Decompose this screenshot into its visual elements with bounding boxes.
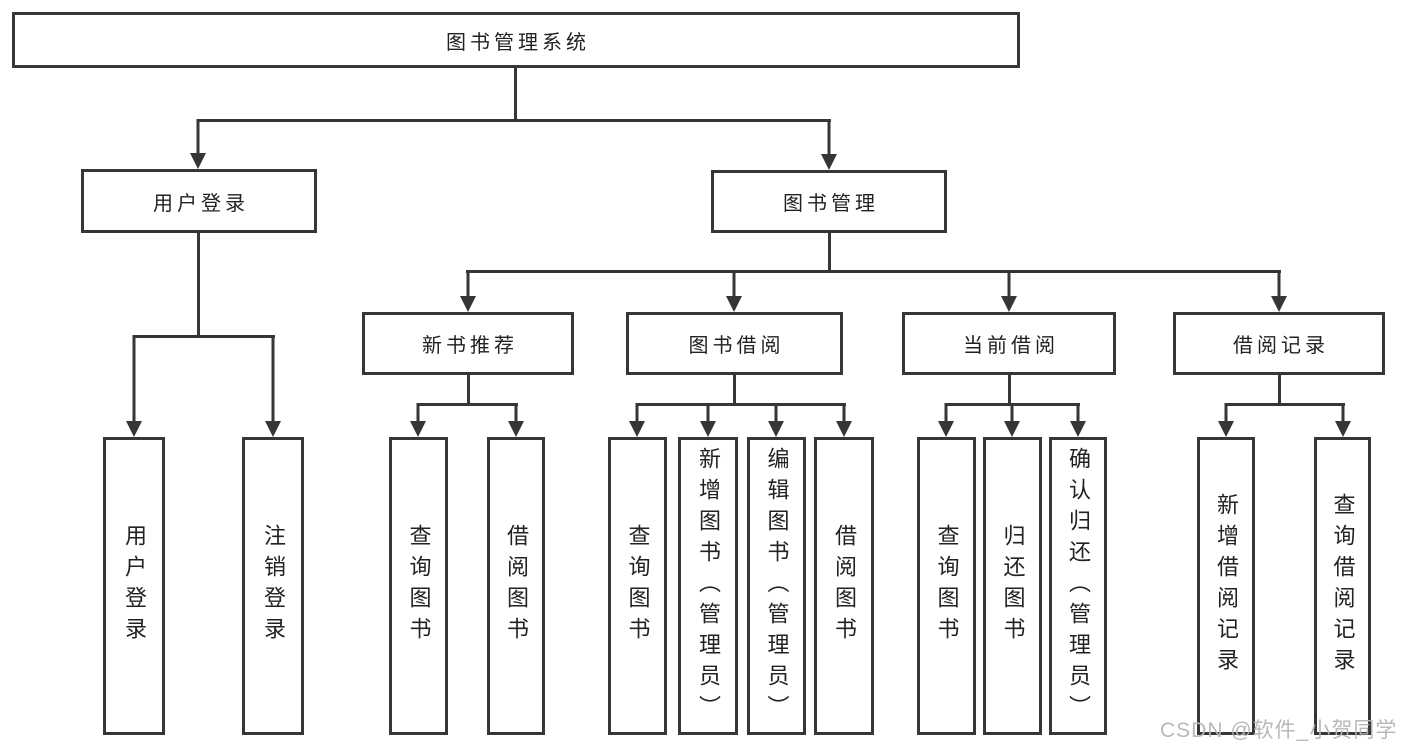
node-newbook-query-books: 查询图书: [389, 437, 448, 735]
csdn-watermark: CSDN @软件_小贺同学: [1160, 719, 1398, 742]
arrow-to-user-login: [125, 335, 143, 437]
node-label: 查询借阅记录: [1330, 493, 1356, 679]
connector-root-branch: [197, 119, 831, 122]
node-label: 新增图书（管理员）: [696, 446, 721, 726]
node-records-add-record: 新增借阅记录: [1197, 437, 1255, 735]
connector-login-branch: [133, 335, 275, 338]
node-label: 查询图书: [625, 524, 651, 648]
node-borrowing-records: 借阅记录: [1173, 312, 1385, 375]
arrow-to-br-add: [1217, 403, 1235, 437]
arrow-to-cb-return: [1003, 403, 1021, 437]
connector-mgmt-stem: [828, 233, 831, 273]
node-user-login-branch: 用户登录: [81, 169, 317, 233]
node-label: 图书借阅: [688, 335, 785, 357]
arrow-to-current-borrowing: [1000, 270, 1018, 312]
arrow-to-nb-query: [409, 403, 427, 437]
node-book-borrowing: 图书借阅: [626, 312, 843, 375]
node-records-query-record: 查询借阅记录: [1314, 437, 1371, 735]
connector-current-stem: [1008, 375, 1011, 406]
arrow-to-bb-add: [699, 403, 717, 437]
node-label: 图书管理系统: [446, 31, 590, 54]
connector-login-stem: [197, 233, 200, 338]
node-user-login: 用户登录: [103, 437, 165, 735]
node-label: 借阅记录: [1233, 335, 1329, 357]
connector-borrow-branch: [636, 403, 846, 406]
node-label: 归还图书: [1000, 524, 1026, 648]
connector-records-stem: [1278, 375, 1281, 406]
node-borrow-edit-books-admin: 编辑图书（管理员）: [747, 437, 806, 735]
node-current-borrowing: 当前借阅: [902, 312, 1116, 375]
arrow-to-logout: [264, 335, 282, 437]
node-borrow-add-books-admin: 新增图书（管理员）: [678, 437, 738, 735]
node-label: 用户登录: [153, 192, 249, 215]
node-label: 新书推荐: [422, 335, 518, 357]
node-book-management: 图书管理: [711, 170, 947, 233]
connector-newbook-stem: [467, 375, 470, 406]
arrow-to-bb-query: [628, 403, 646, 437]
node-label: 查询图书: [406, 524, 432, 648]
arrow-to-book-management: [820, 119, 838, 170]
connector-borrow-stem: [733, 375, 736, 406]
node-borrow-query-books: 查询图书: [608, 437, 667, 735]
arrow-to-bb-edit: [767, 403, 785, 437]
arrow-to-cb-confirm: [1069, 403, 1087, 437]
node-label: 查询图书: [934, 524, 960, 648]
arrow-to-user-login-branch: [189, 119, 207, 169]
node-current-return-books: 归还图书: [983, 437, 1042, 735]
connector-root-stem: [514, 68, 517, 121]
node-label: 图书管理: [783, 193, 879, 215]
node-label: 注销登录: [261, 524, 286, 648]
node-logout: 注销登录: [242, 437, 304, 735]
node-label: 编辑图书（管理员）: [764, 446, 790, 726]
node-current-query-books: 查询图书: [917, 437, 976, 735]
node-label: 确认归还（管理员）: [1066, 446, 1091, 726]
node-label: 借阅图书: [832, 524, 857, 648]
arrow-to-book-borrowing: [725, 270, 743, 312]
node-new-book-recommend: 新书推荐: [362, 312, 574, 375]
arrow-to-new-book-recommend: [459, 270, 477, 312]
node-newbook-borrow-books: 借阅图书: [487, 437, 545, 735]
node-borrow-borrow-books: 借阅图书: [814, 437, 874, 735]
node-label: 用户登录: [122, 524, 147, 648]
arrow-to-nb-borrow: [507, 403, 525, 437]
node-label: 当前借阅: [963, 335, 1059, 357]
connector-mgmt-branch: [466, 270, 1281, 273]
node-label: 新增借阅记录: [1214, 493, 1239, 679]
node-current-confirm-return-admin: 确认归还（管理员）: [1049, 437, 1107, 735]
connector-newbook-branch: [417, 403, 518, 406]
arrow-to-cb-query: [937, 403, 955, 437]
node-library-system: 图书管理系统: [12, 12, 1020, 68]
node-label: 借阅图书: [504, 524, 529, 648]
connector-records-branch: [1225, 403, 1345, 406]
arrow-to-borrowing-records: [1270, 270, 1288, 312]
arrow-to-bb-borrow: [835, 403, 853, 437]
arrow-to-br-query: [1334, 403, 1352, 437]
